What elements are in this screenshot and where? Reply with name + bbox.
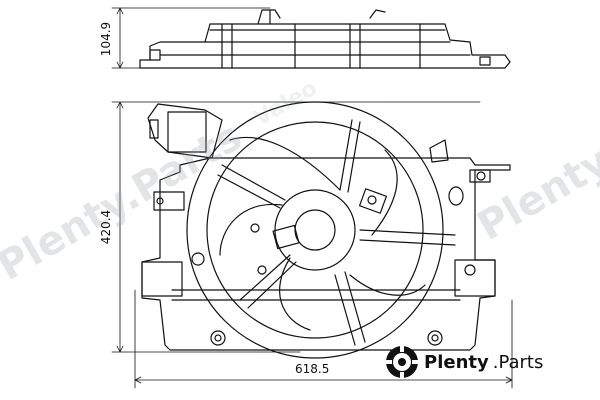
dimension-top-height: 104.9 [99, 21, 113, 57]
dimension-overall-width: 618.5 [295, 362, 330, 376]
brand-name: Plenty [424, 351, 489, 373]
top-view [139, 9, 511, 69]
gear-icon [386, 346, 418, 378]
dimension-overall-height: 420.4 [99, 209, 113, 245]
brand-logo: Plenty .Parts [424, 344, 543, 380]
dimension-lines [111, 7, 513, 389]
brand-suffix: .Parts [492, 351, 544, 373]
front-view [141, 101, 511, 359]
